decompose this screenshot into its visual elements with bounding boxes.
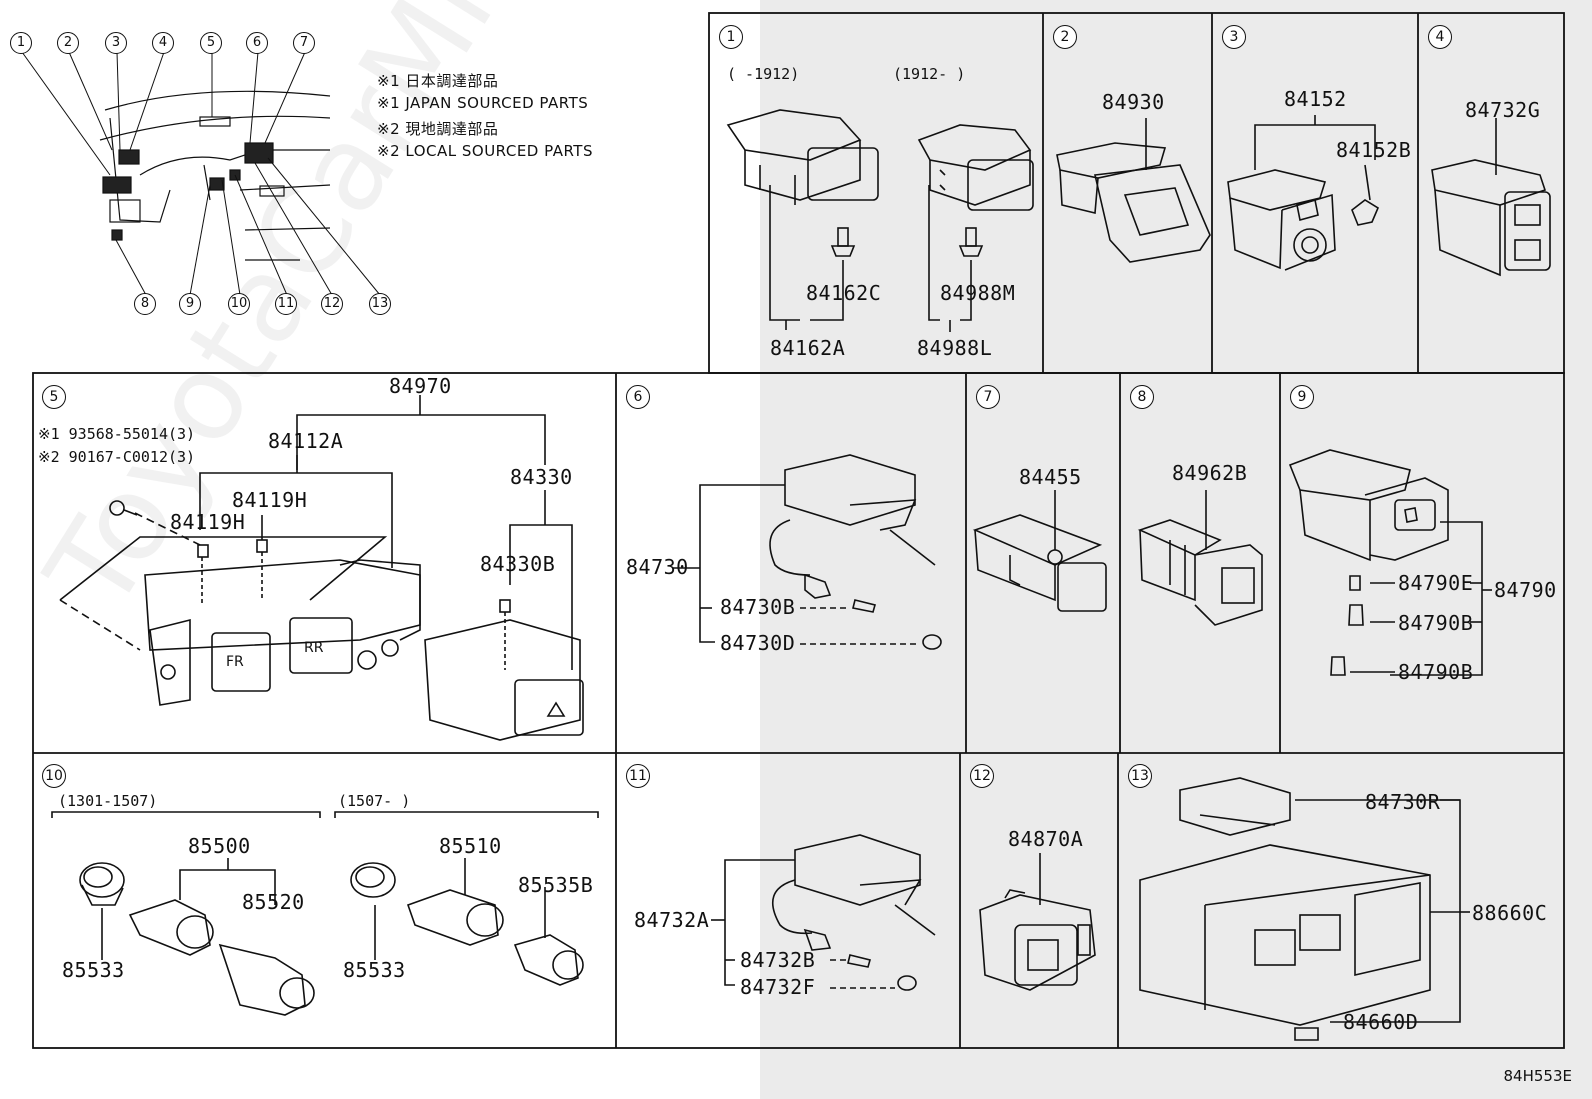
part-84112A: 84112A xyxy=(268,429,344,453)
part-84732B: 84732B xyxy=(740,948,816,972)
s8-art xyxy=(1137,490,1263,626)
section-ref-5: 5 xyxy=(42,385,66,409)
section-ref-11: 11 xyxy=(626,764,650,788)
part-84152: 84152 xyxy=(1284,87,1347,111)
rr-switch-label: RR xyxy=(304,640,324,656)
s12-art xyxy=(979,853,1096,991)
s7-art xyxy=(972,490,1107,612)
part-84730D: 84730D xyxy=(720,631,796,655)
note-local-jp: ※2 現地調達部品 xyxy=(377,120,499,138)
section-ref-12: 12 xyxy=(970,764,994,788)
callout-1: 1 xyxy=(10,32,32,54)
callout-11: 11 xyxy=(275,293,297,315)
part-84730B: 84730B xyxy=(720,595,796,619)
callout-3: 3 xyxy=(105,32,127,54)
section-ref-9: 9 xyxy=(1290,385,1314,409)
part-84790E: 84790E xyxy=(1398,571,1474,595)
s1-range-right: (1912- ) xyxy=(893,65,966,83)
s5-bolt-japan: ※1 93568-55014(3) xyxy=(38,425,196,443)
part-84790: 84790 xyxy=(1494,578,1557,602)
s1-range-left: ( -1912) xyxy=(727,65,800,83)
s3-art xyxy=(1227,115,1380,271)
callout-2: 2 xyxy=(57,32,79,54)
part-84455: 84455 xyxy=(1019,465,1082,489)
section-ref-2: 2 xyxy=(1053,25,1077,49)
callout-6: 6 xyxy=(246,32,268,54)
callout-8: 8 xyxy=(134,293,156,315)
part-84730R: 84730R xyxy=(1365,790,1441,814)
callout-9: 9 xyxy=(179,293,201,315)
part-84790B-upper: 84790B xyxy=(1398,611,1474,635)
section-ref-4: 4 xyxy=(1428,25,1452,49)
section-ref-3: 3 xyxy=(1222,25,1246,49)
s13-art xyxy=(1139,777,1470,1041)
section-ref-13: 13 xyxy=(1128,764,1152,788)
part-85500: 85500 xyxy=(188,834,251,858)
callout-7: 7 xyxy=(293,32,315,54)
diagram-code: 84H553E xyxy=(1503,1067,1572,1085)
s11-art xyxy=(711,834,936,991)
part-84988M: 84988M xyxy=(940,281,1016,305)
part-84732F: 84732F xyxy=(740,975,816,999)
s9-art xyxy=(1288,449,1492,676)
s6-art xyxy=(673,454,942,650)
part-84988L: 84988L xyxy=(917,336,993,360)
part-84119H-left: 84119H xyxy=(170,510,246,534)
part-84119H-right: 84119H xyxy=(232,488,308,512)
part-84732G: 84732G xyxy=(1465,98,1541,122)
s10-range-left: (1301-1507) xyxy=(58,792,158,810)
section-ref-10: 10 xyxy=(42,764,66,788)
part-85510: 85510 xyxy=(439,834,502,858)
s5-bolt-local: ※2 90167-C0012(3) xyxy=(38,448,196,466)
part-84962B: 84962B xyxy=(1172,461,1248,485)
overview-leaders xyxy=(21,51,381,296)
s10-art xyxy=(51,811,599,1016)
callout-4: 4 xyxy=(152,32,174,54)
part-84330B: 84330B xyxy=(480,552,556,576)
part-84930: 84930 xyxy=(1102,90,1165,114)
note-japan-en: ※1 JAPAN SOURCED PARTS xyxy=(377,94,589,112)
part-84730: 84730 xyxy=(626,555,689,579)
section-frames xyxy=(32,12,1565,1049)
right-shade xyxy=(760,0,1592,1099)
part-85533-left: 85533 xyxy=(62,958,125,982)
part-84152B: 84152B xyxy=(1336,138,1412,162)
callout-13: 13 xyxy=(369,293,391,315)
part-84162C: 84162C xyxy=(806,281,882,305)
section-ref-7: 7 xyxy=(976,385,1000,409)
s5-art xyxy=(59,395,584,741)
part-88660C: 88660C xyxy=(1472,901,1548,925)
fr-switch-label: FR xyxy=(226,654,244,670)
part-84970: 84970 xyxy=(389,374,452,398)
section-ref-8: 8 xyxy=(1130,385,1154,409)
part-85533-right: 85533 xyxy=(343,958,406,982)
part-84870A: 84870A xyxy=(1008,827,1084,851)
s2-art xyxy=(1056,118,1211,263)
part-84660D: 84660D xyxy=(1343,1010,1419,1034)
section-ref-1: 1 xyxy=(719,25,743,49)
part-84330: 84330 xyxy=(510,465,573,489)
callout-5: 5 xyxy=(200,32,222,54)
note-japan-jp: ※1 日本調達部品 xyxy=(377,72,499,90)
part-85535B: 85535B xyxy=(518,873,594,897)
part-84162A: 84162A xyxy=(770,336,846,360)
dashboard-overview xyxy=(99,90,331,261)
s10-range-right: (1507- ) xyxy=(338,792,411,810)
callout-12: 12 xyxy=(321,293,343,315)
s4-art xyxy=(1431,118,1551,277)
callout-10: 10 xyxy=(228,293,250,315)
s1-art xyxy=(726,109,1034,332)
part-84790B-lower: 84790B xyxy=(1398,660,1474,684)
part-85520: 85520 xyxy=(242,890,305,914)
section-ref-6: 6 xyxy=(626,385,650,409)
part-84732A: 84732A xyxy=(634,908,710,932)
note-local-en: ※2 LOCAL SOURCED PARTS xyxy=(377,142,593,160)
